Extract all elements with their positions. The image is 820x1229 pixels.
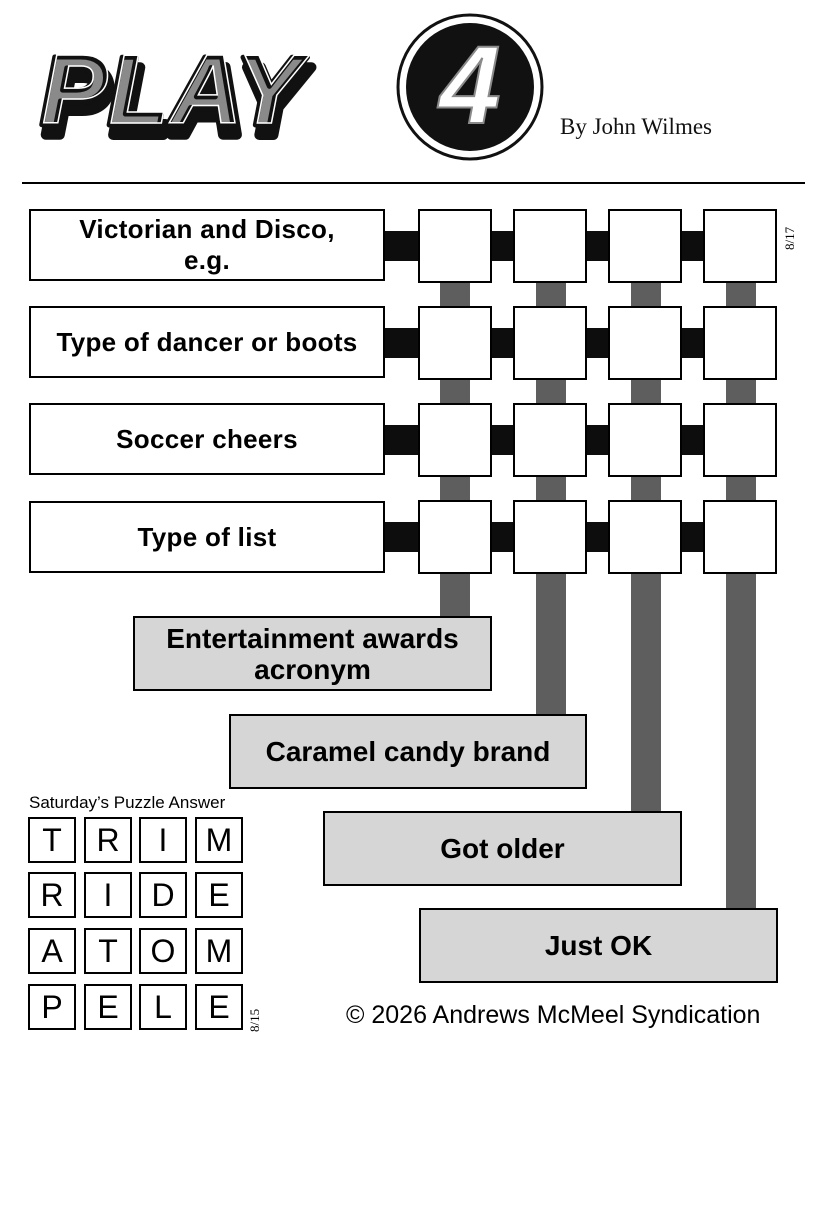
logo-wordmark: PLAY PLAY PLAY	[38, 33, 315, 161]
column-clue-3: Got older	[323, 811, 682, 886]
column-clue-1: Entertainment awards acronym	[133, 616, 492, 691]
prev-letter-r3c3: O	[139, 928, 187, 974]
answer-cell-r3c3[interactable]	[608, 403, 682, 477]
previous-answer-date: 8/15	[247, 1008, 262, 1032]
answer-cell-r4c2[interactable]	[513, 500, 587, 574]
prev-letter-r1c2: R	[84, 817, 132, 863]
prev-letter-r1c4: M	[195, 817, 243, 863]
svg-text:4: 4	[437, 24, 500, 147]
answer-cell-r3c1[interactable]	[418, 403, 492, 477]
answer-cell-r2c1[interactable]	[418, 306, 492, 380]
answer-cell-r1c1[interactable]	[418, 209, 492, 283]
prev-letter-r1c3: I	[139, 817, 187, 863]
prev-letter-r4c2: E	[84, 984, 132, 1030]
prev-letter-r2c4: E	[195, 872, 243, 918]
svg-text:PLAY: PLAY	[40, 36, 308, 146]
prev-letter-r4c3: L	[139, 984, 187, 1030]
prev-letter-r3c1: A	[28, 928, 76, 974]
svg-text:PLAY: PLAY	[44, 46, 312, 156]
byline: By John Wilmes	[560, 114, 712, 139]
answer-cell-r1c4[interactable]	[703, 209, 777, 283]
answer-cell-r2c4[interactable]	[703, 306, 777, 380]
prev-letter-r3c4: M	[195, 928, 243, 974]
svg-text:PLAY: PLAY	[42, 34, 310, 144]
prev-letter-r2c1: R	[28, 872, 76, 918]
answer-cell-r3c2[interactable]	[513, 403, 587, 477]
play4-logo: PLAY PLAY PLAY 4	[38, 13, 544, 161]
prev-letter-r3c2: T	[84, 928, 132, 974]
logo-numeral-badge: 4	[396, 13, 544, 161]
prev-letter-r1c1: T	[28, 817, 76, 863]
row-clue-4: Type of list	[29, 501, 385, 573]
answer-cell-r3c4[interactable]	[703, 403, 777, 477]
copyright: © 2026 Andrews McMeel Syndication	[346, 1001, 761, 1029]
column-connector-4	[726, 282, 756, 911]
previous-answer-title: Saturday’s Puzzle Answer	[29, 793, 226, 812]
row-clue-3: Soccer cheers	[29, 403, 385, 475]
row-clue-1: Victorian and Disco, e.g.	[29, 209, 385, 281]
prev-letter-r4c4: E	[195, 984, 243, 1030]
column-clue-4: Just OK	[419, 908, 778, 983]
answer-cell-r2c2[interactable]	[513, 306, 587, 380]
puzzle-date: 8/17	[782, 226, 797, 250]
header-divider	[22, 182, 805, 184]
row-clue-2: Type of dancer or boots	[29, 306, 385, 378]
prev-letter-r2c3: D	[139, 872, 187, 918]
answer-cell-r4c4[interactable]	[703, 500, 777, 574]
column-clue-2: Caramel candy brand	[229, 714, 587, 789]
prev-letter-r4c1: P	[28, 984, 76, 1030]
prev-letter-r2c2: I	[84, 872, 132, 918]
answer-cell-r2c3[interactable]	[608, 306, 682, 380]
answer-cell-r1c3[interactable]	[608, 209, 682, 283]
answer-cell-r1c2[interactable]	[513, 209, 587, 283]
answer-cell-r4c3[interactable]	[608, 500, 682, 574]
answer-cell-r4c1[interactable]	[418, 500, 492, 574]
